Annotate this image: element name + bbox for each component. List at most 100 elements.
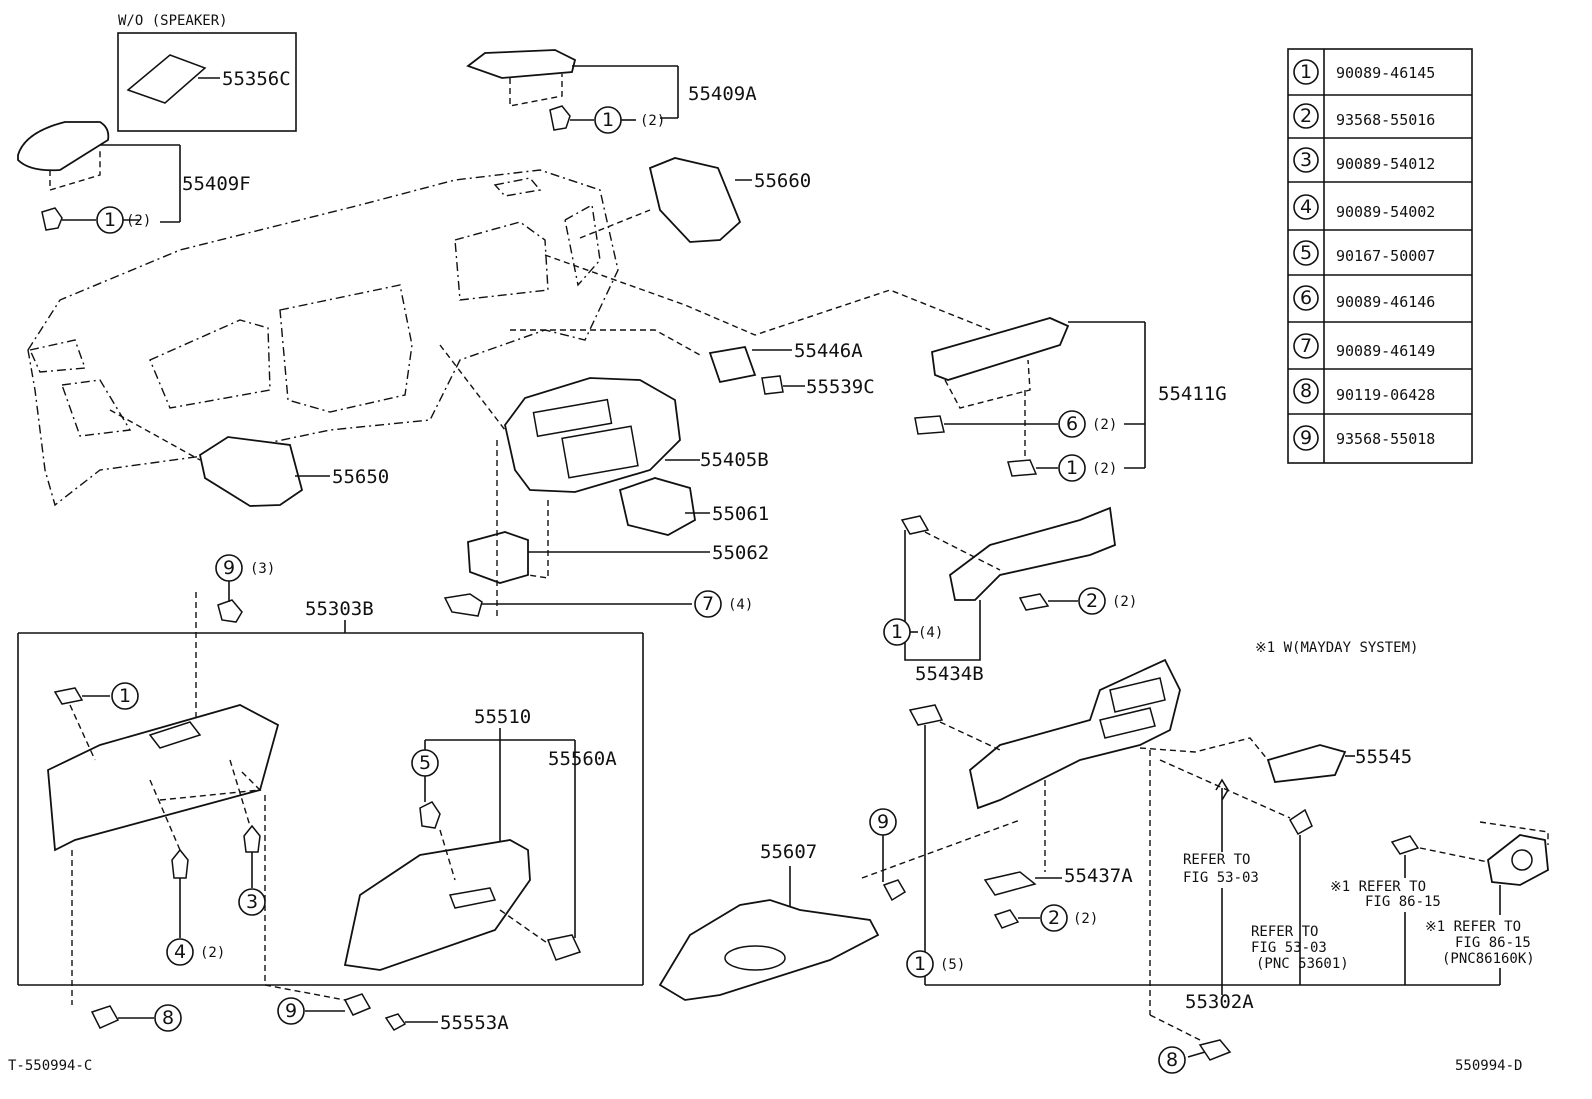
cover-55545: [1266, 744, 1347, 783]
callout-7: 7: [694, 590, 722, 618]
screw-9-top: [217, 599, 243, 623]
speaker-cover-top: [466, 49, 577, 79]
refer-a-2: FIG 53-03: [1183, 870, 1259, 886]
qty-2-55434B: (2): [1112, 594, 1137, 610]
bolt-8-bottom: [1198, 1039, 1232, 1061]
clip-55553A: [384, 1013, 407, 1031]
label-55539C: 55539C: [806, 376, 875, 398]
callout-9-middle: 9: [869, 808, 897, 836]
switch-55446A: [708, 345, 757, 384]
svg-text:9: 9: [1300, 427, 1312, 449]
qty-6: (2): [1092, 417, 1117, 433]
refer-b-1: ※1 REFER TO: [1330, 879, 1426, 895]
svg-text:7: 7: [1300, 335, 1312, 357]
glovebox-door: [47, 704, 280, 852]
qty-4: (2): [200, 945, 225, 961]
clip-55409A: [549, 105, 571, 131]
refer-c-3: (PNC 53601): [1256, 956, 1349, 972]
callout-1-55409A: 1: [594, 106, 622, 134]
qty-1-55302A: (5): [940, 957, 965, 973]
label-55409A: 55409A: [688, 83, 757, 105]
label-55607: 55607: [760, 841, 817, 863]
label-55434B: 55434B: [915, 663, 984, 685]
label-55510: 55510: [474, 706, 531, 728]
callout-2-lower: 2: [1040, 904, 1068, 932]
refer-c-2: FIG 53-03: [1251, 940, 1327, 956]
svg-text:6: 6: [1066, 413, 1078, 435]
clip-6: [914, 415, 945, 435]
callout-3: 3: [238, 888, 266, 916]
pin-3: [243, 824, 261, 853]
svg-text:8: 8: [1166, 1049, 1178, 1071]
label-55553A: 55553A: [440, 1012, 509, 1034]
wo-speaker-label: W/O (SPEAKER): [118, 13, 228, 29]
svg-text:2: 2: [1086, 590, 1098, 612]
svg-text:9: 9: [285, 1000, 297, 1022]
svg-text:3: 3: [246, 891, 258, 913]
svg-text:93568-55016: 93568-55016: [1336, 111, 1435, 129]
refer-b-2: FIG 86-15: [1365, 894, 1441, 910]
pin-4: [171, 848, 189, 879]
svg-text:1: 1: [602, 109, 614, 131]
refer-d-3: (PNC86160K): [1442, 951, 1535, 967]
label-55411G: 55411G: [1158, 383, 1227, 405]
svg-text:4: 4: [174, 941, 186, 963]
screw-9-bottom: [343, 993, 372, 1016]
svg-text:6: 6: [1300, 287, 1312, 309]
callout-9-bottom: 9: [277, 997, 305, 1025]
svg-text:4: 4: [1300, 196, 1312, 218]
mayday-note: ※1 W(MAYDAY SYSTEM): [1255, 640, 1418, 656]
table-row-7: 7 90089-46149: [1293, 333, 1435, 360]
svg-text:8: 8: [162, 1007, 174, 1029]
glovebox-55510: [343, 839, 531, 971]
svg-text:90089-54012: 90089-54012: [1336, 155, 1435, 173]
refer-d-2: FIG 86-15: [1455, 935, 1531, 951]
qty-55409F: (2): [126, 213, 151, 229]
callout-5: 5: [411, 749, 439, 777]
refer-c-1: REFER TO: [1251, 924, 1318, 940]
label-55660: 55660: [754, 170, 811, 192]
callout-1-55302A: 1: [906, 950, 934, 978]
clip-ref-53601: [1289, 808, 1313, 836]
callout-6: 6: [1058, 410, 1086, 438]
qty-1-55411G: (2): [1092, 461, 1117, 477]
vent-55660: [648, 157, 742, 243]
callout-1-glovebox: 1: [111, 682, 139, 710]
wo-speaker-box: [117, 32, 297, 132]
bracket-55539C: [761, 375, 784, 395]
screw-9-middle: [882, 879, 907, 902]
svg-text:93568-55018: 93568-55018: [1336, 430, 1435, 448]
clip-7: [443, 593, 483, 617]
bolt-8-left: [90, 1005, 120, 1029]
bracket-55437A: [983, 871, 1037, 896]
clip-55409F: [41, 207, 63, 231]
svg-text:1: 1: [119, 685, 131, 707]
clip-55434B: [900, 515, 930, 535]
callout-1-55409F: 1: [96, 206, 124, 234]
svg-text:90089-46149: 90089-46149: [1336, 342, 1435, 360]
clip-55302A: [908, 704, 944, 726]
clip-1-glovebox: [53, 687, 84, 705]
label-55409F: 55409F: [182, 173, 251, 195]
screw-55434B: [1018, 593, 1050, 611]
speaker-cover-pad: [126, 54, 207, 104]
callout-9-top: 9: [215, 554, 243, 582]
trim-55411G: [931, 317, 1070, 381]
footer-left-code: T-550994-C: [8, 1058, 92, 1074]
svg-text:9: 9: [223, 557, 235, 579]
label-55302A: 55302A: [1185, 991, 1254, 1013]
label-55405B: 55405B: [700, 449, 769, 471]
svg-text:8: 8: [1300, 380, 1312, 402]
qty-1-55434B: (4): [918, 625, 943, 641]
svg-text:90089-46145: 90089-46145: [1336, 64, 1435, 82]
refer-a-1: REFER TO: [1183, 852, 1250, 868]
clip-1-55411G: [1007, 459, 1038, 477]
table-row-9: 9 93568-55018: [1293, 425, 1435, 451]
qty-2-lower: (2): [1073, 911, 1098, 927]
svg-text:1: 1: [914, 953, 926, 975]
